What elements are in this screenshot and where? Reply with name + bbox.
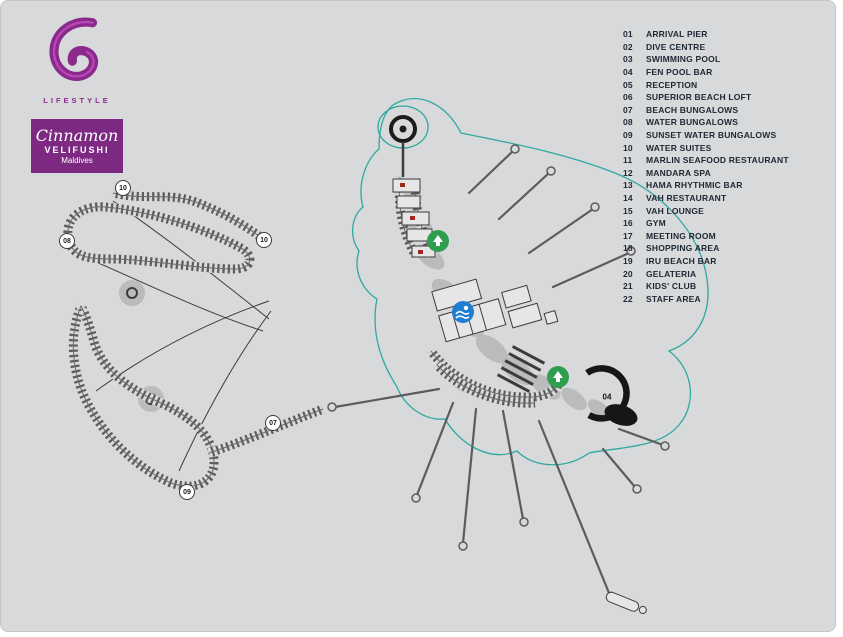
radiating-piers [327, 144, 670, 595]
resort-name: VELIFUSHI [44, 145, 110, 156]
legend-num: 15 [623, 205, 633, 216]
legend-num: 03 [623, 54, 633, 65]
legend-item: 04 FEN POOL BAR [623, 66, 789, 79]
resort-map-illustration [1, 98, 709, 614]
legend-num: 16 [623, 218, 633, 229]
legend-num: 06 [623, 92, 633, 103]
legend-item: 20 GELATERIA [623, 267, 789, 280]
legend-num: 19 [623, 255, 633, 266]
cinnamon-wordmark: Cinnamon [35, 125, 119, 145]
legend-label: DIVE CENTRE [646, 41, 706, 52]
legend-item: 22 STAFF AREA [623, 292, 789, 305]
legend-num: 09 [623, 130, 633, 141]
legend-label: STAFF AREA [646, 293, 701, 304]
legend-num: 14 [623, 193, 633, 204]
resort-country: Maldives [61, 156, 93, 166]
water-bungalow-jetties [68, 177, 559, 486]
legend-num: 18 [623, 243, 633, 254]
lifestyle-label: LIFESTYLE [43, 96, 111, 105]
legend-label: ARRIVAL PIER [646, 29, 708, 40]
legend-item: 05 RECEPTION [623, 78, 789, 91]
legend-label: GELATERIA [646, 268, 697, 279]
legend-label: WATER SUITES [646, 142, 712, 153]
legend-label: SHOPPING AREA [646, 243, 720, 254]
legend-item: 06 SUPERIOR BEACH LOFT [623, 91, 789, 104]
legend-num: 22 [623, 293, 633, 304]
fen-pool-feature [585, 365, 638, 426]
central-buildings [431, 278, 559, 343]
legend-item: 16 GYM [623, 217, 789, 230]
legend-num: 02 [623, 41, 633, 52]
legend-num: 20 [623, 268, 633, 279]
legend-num: 10 [623, 142, 633, 153]
rhythmic-bar-rows [496, 345, 546, 393]
legend-item: 07 BEACH BUNGALOWS [623, 104, 789, 117]
tree-icon [427, 230, 449, 252]
legend-item: 12 MANDARA SPA [623, 167, 789, 180]
legend-item: 10 WATER SUITES [623, 141, 789, 154]
legend-label: SUPERIOR BEACH LOFT [646, 92, 752, 103]
legend-label: SUNSET WATER BUNGALOWS [646, 130, 777, 141]
legend-item: 14 VAH RESTAURANT [623, 192, 789, 205]
legend-label: IRU BEACH BAR [646, 255, 717, 266]
legend-item: 09 SUNSET WATER BUNGALOWS [623, 129, 789, 142]
legend-label: SWIMMING POOL [646, 54, 721, 65]
legend-label: HAMA RHYTHMIC BAR [646, 180, 743, 191]
legend-item: 13 HAMA RHYTHMIC BAR [623, 179, 789, 192]
legend-item: 15 VAH LOUNGE [623, 204, 789, 217]
legend-label: KIDS' CLUB [646, 281, 697, 292]
legend-label: GYM [646, 218, 666, 229]
legend-label: FEN POOL BAR [646, 67, 713, 78]
lifestyle-logo: LIFESTYLE [33, 15, 121, 105]
legend-num: 05 [623, 79, 633, 90]
legend-item: 01 ARRIVAL PIER [623, 28, 789, 41]
legend-item: 03 SWIMMING POOL [623, 53, 789, 66]
legend-item: 11 MARLIN SEAFOOD RESTAURANT [623, 154, 789, 167]
legend-label: WATER BUNGALOWS [646, 117, 739, 128]
cinnamon-badge: Cinnamon VELIFUSHI Maldives [31, 119, 123, 173]
legend-label: RECEPTION [646, 79, 698, 90]
legend-num: 17 [623, 230, 633, 241]
legend-num: 21 [623, 281, 633, 292]
legend-num: 13 [623, 180, 633, 191]
legend-label: MANDARA SPA [646, 167, 712, 178]
legend-num: 07 [623, 104, 633, 115]
legend-num: 12 [623, 167, 633, 178]
legend-num: 04 [623, 67, 633, 78]
legend-label: BEACH BUNGALOWS [646, 104, 739, 115]
legend-item: 19 IRU BEACH BAR [623, 255, 789, 268]
legend-num: 01 [623, 29, 633, 40]
arrival-boat [605, 591, 647, 614]
island-vegetation [119, 179, 611, 419]
legend-item: 08 WATER BUNGALOWS [623, 116, 789, 129]
building-red-accents [400, 183, 423, 254]
north-ring-feature [389, 115, 417, 177]
legend-item: 21 KIDS' CLUB [623, 280, 789, 293]
legend-label: MARLIN SEAFOOD RESTAURANT [646, 155, 789, 166]
legend-item: 02 DIVE CENTRE [623, 41, 789, 54]
legend-item: 18 SHOPPING AREA [623, 242, 789, 255]
legend-label: MEETING ROOM [646, 230, 716, 241]
legend-num: 08 [623, 117, 633, 128]
legend-label: VAH LOUNGE [646, 205, 705, 216]
legend-label: VAH RESTAURANT [646, 193, 727, 204]
legend-list: 01 ARRIVAL PIER 02 DIVE CENTRE 03 SWIMMI… [623, 28, 789, 305]
legend-num: 11 [623, 155, 633, 166]
swimmer-icon [452, 301, 474, 323]
tree-icon [547, 366, 569, 388]
lifestyle-swirl-icon [49, 17, 99, 81]
legend-item: 17 MEETING ROOM [623, 230, 789, 243]
